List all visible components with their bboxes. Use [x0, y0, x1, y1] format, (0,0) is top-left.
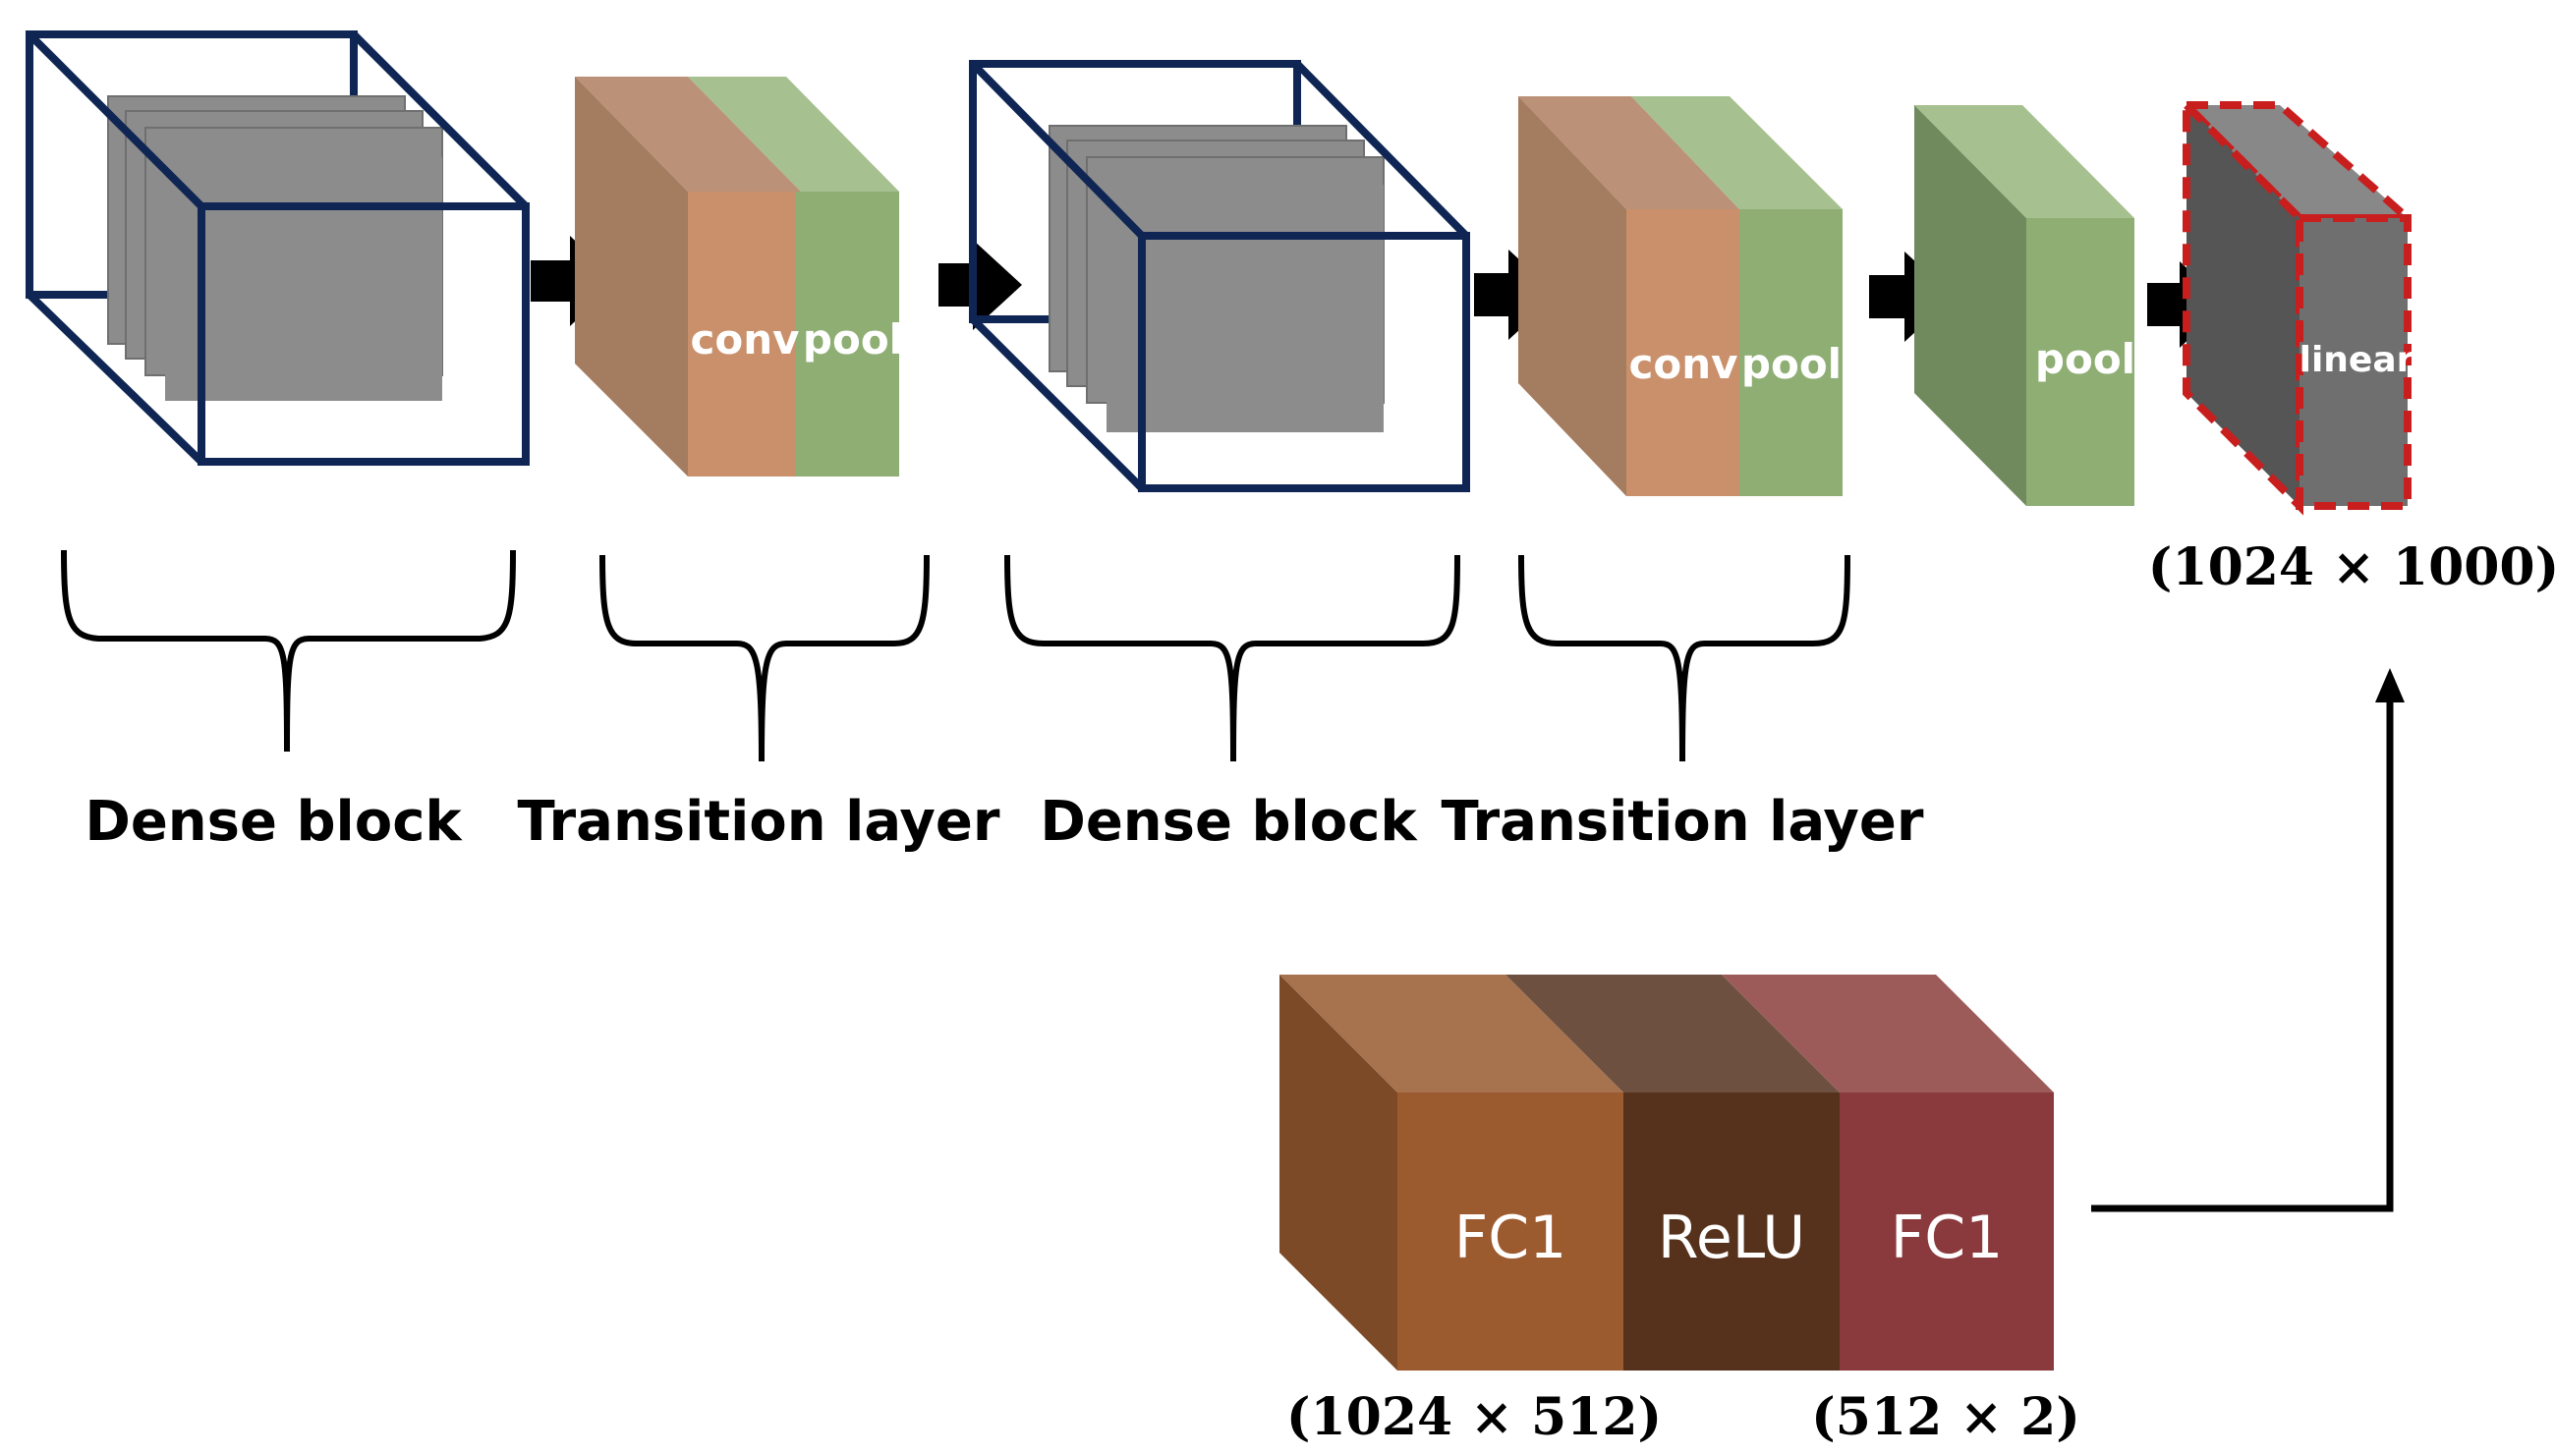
label-transition-layer-2: Transition layer: [1441, 790, 1923, 854]
fc1-b-label: FC1: [1891, 1204, 2004, 1272]
linear-dimension: (1024 × 1000): [2148, 537, 2555, 597]
t1-conv-label: conv: [690, 315, 799, 364]
arrow-2: [938, 240, 1022, 330]
dense-block-1: [26, 30, 530, 466]
brace-dense-block-2: [1004, 554, 1460, 762]
t2-conv-face: [1626, 209, 1739, 496]
relu-face: [1623, 1092, 1840, 1371]
fc1-b-dimension: (512 × 2): [1811, 1387, 2080, 1447]
fc1-b-face: [1840, 1092, 2054, 1371]
fc1-a-dimension: (1024 × 512): [1286, 1387, 1662, 1447]
feature-maps-2: [1049, 125, 1385, 432]
label-transition-layer-1: Transition layer: [517, 790, 999, 854]
feature-maps-1: [107, 95, 443, 401]
linear-block: linear: [2177, 95, 2418, 516]
final-pool-face: [2026, 218, 2134, 506]
arrow-1: [531, 236, 617, 326]
brace-transition-layer-1: [599, 554, 930, 762]
arrow-3: [1474, 250, 1558, 340]
fc-to-linear-arrow: [2091, 668, 2405, 1212]
label-dense-block-1: Dense block: [85, 790, 463, 854]
t1-pool-label: pool: [803, 315, 903, 364]
final-pool-block: pool: [1914, 105, 2135, 506]
arrow-4: [1869, 252, 1954, 342]
fc1-a-label: FC1: [1454, 1204, 1567, 1272]
t2-conv-label: conv: [1628, 340, 1737, 388]
brace-transition-layer-2: [1518, 554, 1850, 762]
fc1-a-face: [1397, 1092, 1623, 1371]
t2-pool-face: [1739, 209, 1843, 496]
label-dense-block-2: Dense block: [1040, 790, 1418, 854]
dense-block-2: [969, 60, 1470, 492]
linear-label: linear: [2300, 340, 2414, 380]
t1-conv-face: [688, 192, 796, 476]
linear-face: [2296, 214, 2412, 510]
fc-head-block: FC1 ReLU FC1: [1279, 975, 2054, 1371]
t2-pool-label: pool: [1741, 340, 1842, 388]
transition-layer-2-block: conv pool: [1518, 96, 1843, 496]
final-pool-label: pool: [2035, 335, 2135, 383]
t1-pool-face: [796, 192, 899, 476]
brace-dense-block-1: [61, 549, 516, 753]
relu-label: ReLU: [1658, 1204, 1805, 1272]
transition-layer-1-block: conv pool: [575, 77, 903, 476]
